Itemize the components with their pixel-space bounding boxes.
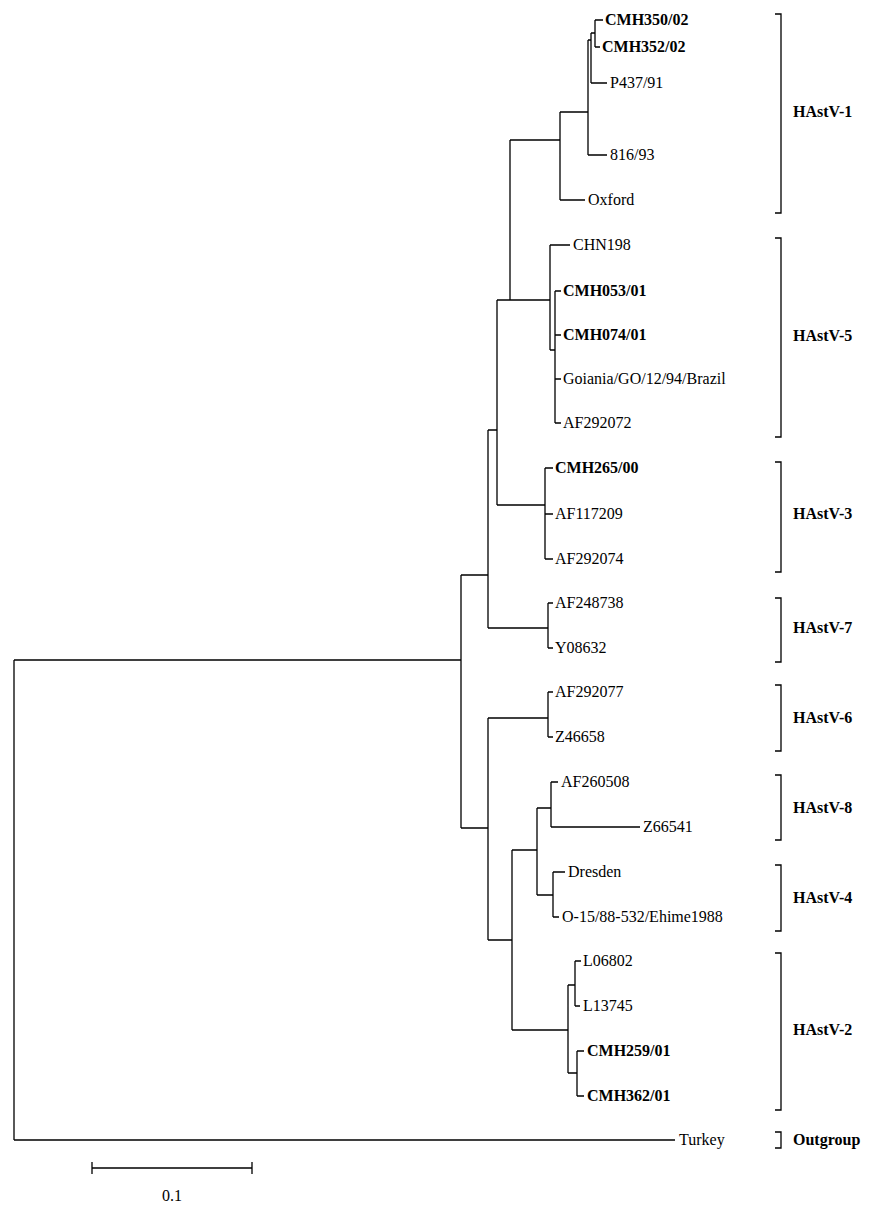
branches [14, 20, 675, 1140]
clade-label: HAstV-5 [793, 326, 852, 346]
clade-brackets [775, 14, 781, 1148]
leaf-label: CMH350/02 [605, 10, 689, 30]
leaf-label: CMH362/01 [587, 1086, 671, 1106]
scale-bar [92, 1162, 252, 1174]
clade-label: HAstV-8 [793, 798, 852, 818]
leaf-label: AF292074 [555, 549, 623, 569]
leaf-label: CHN198 [573, 235, 631, 255]
leaf-label: Turkey [679, 1130, 725, 1150]
leaf-label: CMH053/01 [563, 281, 647, 301]
clade-label: HAstV-3 [793, 504, 852, 524]
clade-label: HAstV-7 [793, 618, 852, 638]
leaf-label: CMH352/02 [602, 37, 686, 57]
leaf-label: AF292072 [563, 413, 631, 433]
leaf-label: AF260508 [561, 772, 629, 792]
leaf-label: Z66541 [643, 817, 693, 837]
clade-label: HAstV-4 [793, 888, 852, 908]
leaf-label: L13745 [583, 996, 633, 1016]
clade-label: Outgroup [793, 1130, 860, 1150]
leaf-label: AF292077 [555, 682, 623, 702]
leaf-label: O-15/88-532/Ehime1988 [562, 907, 723, 927]
leaf-label: P437/91 [610, 73, 663, 93]
leaf-label: 816/93 [610, 145, 654, 165]
leaf-label: Goiania/GO/12/94/Brazil [563, 369, 726, 389]
leaf-label: CMH259/01 [587, 1041, 671, 1061]
scale-label: 0.1 [162, 1186, 182, 1206]
leaf-label: CMH265/00 [555, 458, 639, 478]
leaf-label: Dresden [568, 862, 621, 882]
leaf-label: Z46658 [555, 727, 605, 747]
clade-label: HAstV-2 [793, 1020, 852, 1040]
clade-label: HAstV-1 [793, 102, 852, 122]
leaf-label: AF248738 [555, 593, 623, 613]
clade-label: HAstV-6 [793, 708, 852, 728]
leaf-label: CMH074/01 [563, 325, 647, 345]
leaf-label: Y08632 [555, 638, 607, 658]
leaf-label: L06802 [583, 951, 633, 971]
leaf-label: Oxford [588, 190, 634, 210]
leaf-label: AF117209 [555, 504, 623, 524]
